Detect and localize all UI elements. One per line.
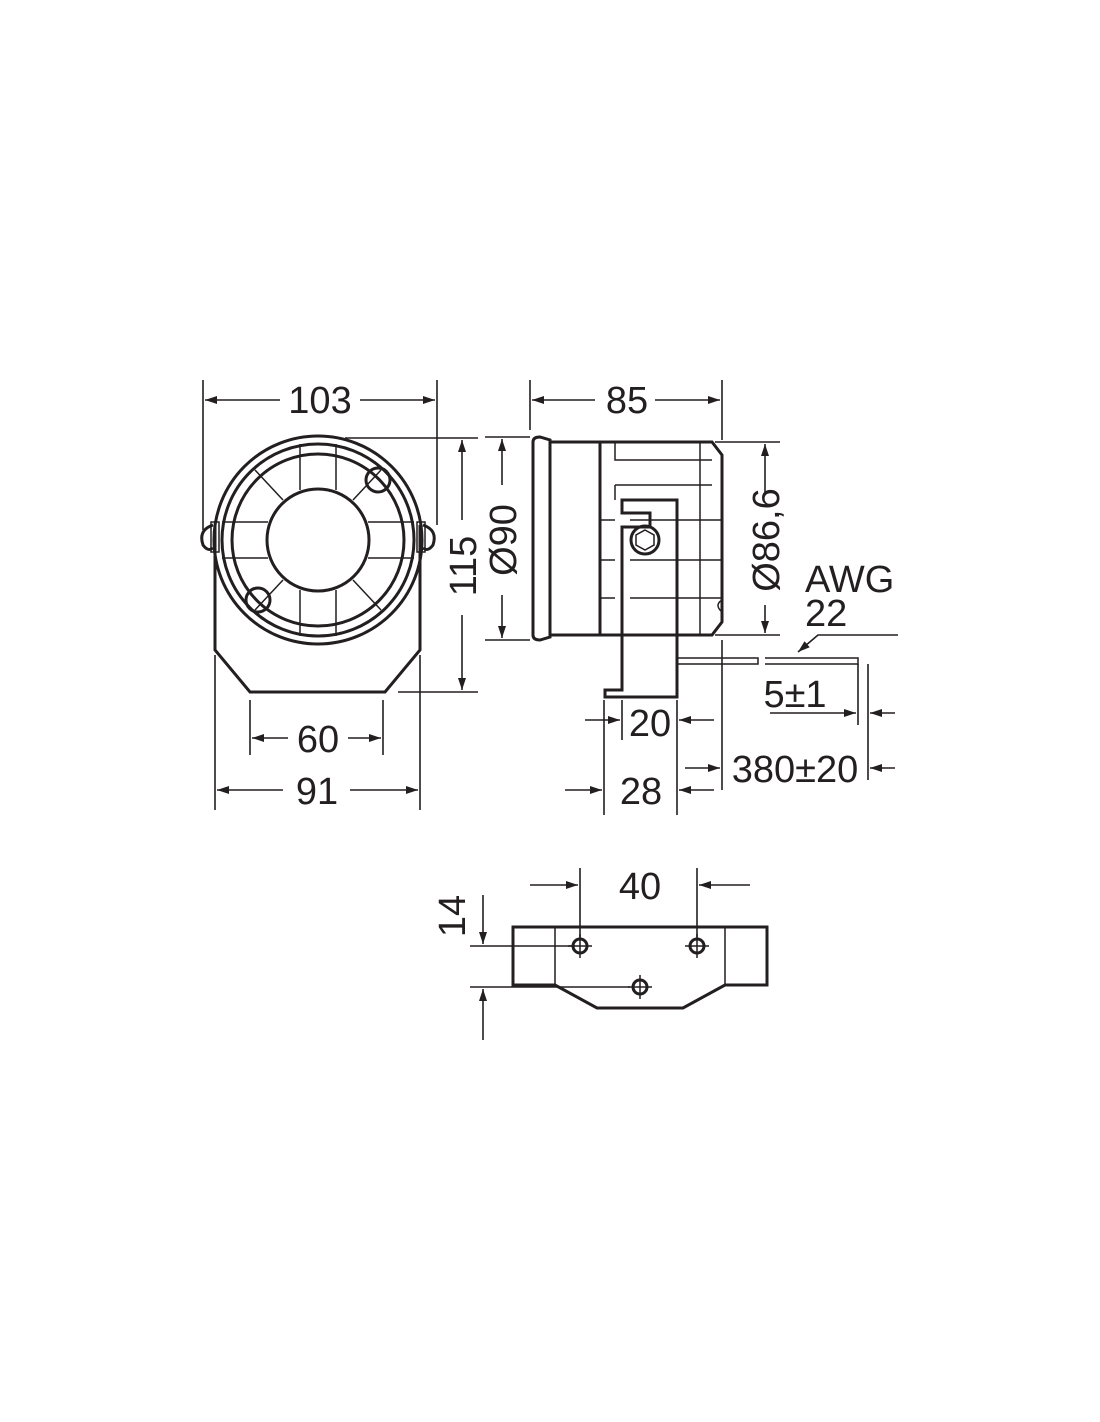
mounting-bracket-side: [603, 498, 679, 699]
speaker-center: [265, 487, 371, 593]
front-rim: [531, 435, 552, 642]
wire-gauge-value: 22: [805, 593, 847, 635]
wire: [677, 657, 859, 665]
screw-hole-icon: [244, 586, 272, 614]
wire-gauge-label: AWG: [805, 559, 894, 601]
dim-hole-offset-14: 14: [432, 895, 474, 937]
front-dimensions: [202, 380, 478, 810]
dim-hole-spacing-40: 40: [619, 866, 661, 908]
mounting-bracket: [213, 525, 422, 694]
dim-strip-length: 5±1: [763, 674, 826, 716]
dim-front-diameter: Ø90: [483, 504, 525, 576]
dim-bracket-20: 20: [629, 703, 671, 745]
dim-hole-spacing-60: 60: [297, 719, 339, 761]
dim-wire-length: 380±20: [732, 749, 859, 791]
bolt-icon: [629, 524, 661, 556]
dim-bracket-28: 28: [620, 771, 662, 813]
front-view: [200, 434, 436, 694]
side-view: [531, 435, 859, 699]
dim-width-103: 103: [288, 380, 351, 422]
bottom-view: [511, 925, 769, 1010]
dim-height-115: 115: [443, 536, 485, 597]
dim-depth-85: 85: [606, 380, 648, 422]
bottom-dimensions: [470, 868, 750, 1040]
outer-rim: [212, 434, 424, 646]
dim-base-91: 91: [296, 771, 338, 813]
rear-housing: [598, 440, 724, 637]
dim-rear-diameter: Ø86,6: [746, 488, 788, 592]
screw-hole-icon: [364, 466, 392, 494]
side-lugs: [200, 523, 436, 551]
side-dimensions: [485, 380, 898, 815]
bracket-base: [511, 925, 769, 1010]
